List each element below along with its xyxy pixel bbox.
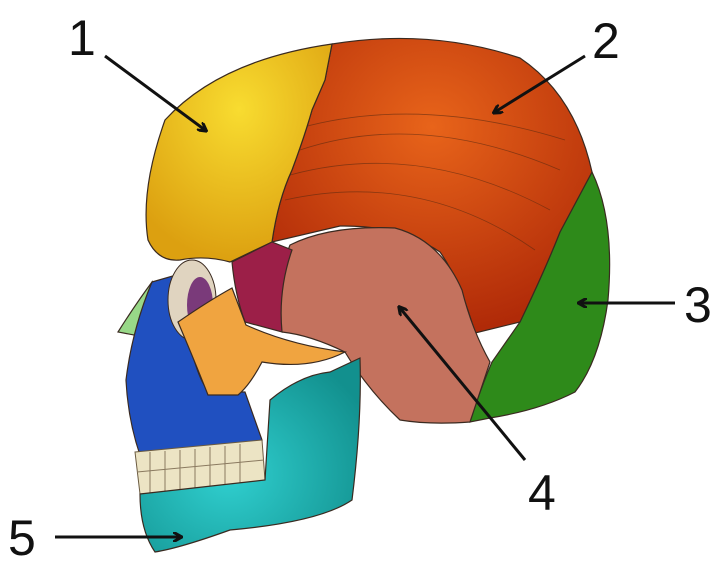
arrow-1 [104, 54, 205, 130]
sphenoid-bone [231, 241, 293, 333]
label-2: 2 [592, 13, 620, 69]
zygomatic-bone [177, 287, 347, 396]
label-3: 3 [684, 277, 712, 333]
label-5: 5 [8, 510, 36, 566]
label-4: 4 [528, 465, 556, 521]
temporal-bone [277, 227, 491, 424]
label-1: 1 [68, 10, 96, 66]
arrow-2 [495, 54, 586, 112]
arrow-4 [400, 308, 527, 461]
mandible [139, 357, 361, 553]
frontal-bone [145, 43, 333, 263]
